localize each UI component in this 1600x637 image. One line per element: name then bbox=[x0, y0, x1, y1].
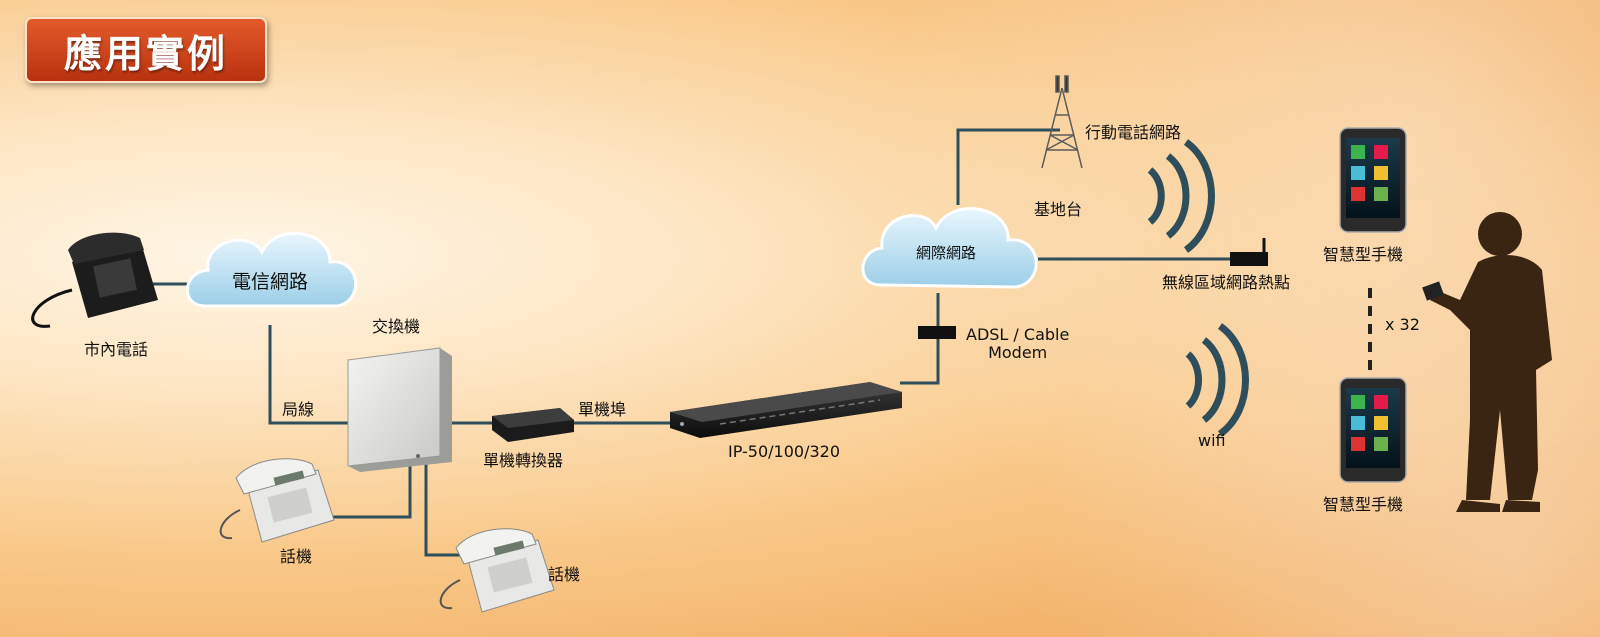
extension-converter-icon bbox=[492, 408, 574, 442]
label-gateway: IP-50/100/320 bbox=[728, 442, 841, 461]
label-wifi-hotspot: 無線區域網路熱點 bbox=[1162, 273, 1291, 292]
label-phone-count: x 32 bbox=[1385, 315, 1420, 334]
pbx-cabinet-icon bbox=[347, 347, 452, 472]
signal-waves-wifi-icon bbox=[1185, 323, 1249, 437]
smartphone-top-icon bbox=[1339, 127, 1407, 233]
label-phone-bottom: 話機 bbox=[548, 565, 581, 584]
label-extension-port: 單機埠 bbox=[578, 400, 627, 419]
line-telecom-pbx bbox=[268, 325, 348, 425]
label-pbx: 交換機 bbox=[372, 317, 421, 336]
desk-phone-bottom-icon bbox=[439, 528, 555, 613]
label-smartphone-top: 智慧型手機 bbox=[1323, 245, 1404, 264]
smartphone-bottom-icon bbox=[1339, 377, 1407, 483]
connection-lines bbox=[150, 128, 1372, 557]
page-title: 應用實例 bbox=[25, 17, 267, 83]
label-modem-line1: ADSL / Cable bbox=[966, 325, 1070, 344]
cell-tower-icon bbox=[1041, 75, 1083, 169]
line-gateway-modem bbox=[900, 293, 940, 385]
label-internet: 網際網路 bbox=[916, 244, 977, 262]
label-base-station: 基地台 bbox=[1034, 200, 1083, 219]
internet-cloud bbox=[861, 207, 1038, 289]
telecom-cloud bbox=[185, 231, 358, 308]
label-telecom-network: 電信網路 bbox=[232, 271, 309, 293]
wifi-hotspot-icon bbox=[1230, 238, 1268, 266]
label-extension-converter: 單機轉換器 bbox=[483, 451, 564, 470]
line-internet-tower bbox=[956, 128, 1060, 205]
line-pbx-phone-left bbox=[325, 462, 412, 519]
label-wifi: wifi bbox=[1198, 431, 1226, 450]
label-mobile-network: 行動電話網路 bbox=[1085, 123, 1182, 142]
label-modem: ADSL / Cable Modem bbox=[966, 325, 1070, 363]
label-local-phone: 市內電話 bbox=[84, 340, 149, 359]
label-smartphone-bottom: 智慧型手機 bbox=[1323, 495, 1404, 514]
label-modem-line2: Modem bbox=[988, 343, 1048, 363]
desk-phone-left-icon bbox=[219, 458, 335, 543]
signal-waves-upper-icon bbox=[1147, 139, 1215, 253]
ip-gateway-icon bbox=[670, 382, 902, 438]
person-silhouette-icon bbox=[1422, 212, 1552, 512]
modem-icon bbox=[918, 326, 956, 339]
label-trunk: 局線 bbox=[282, 400, 315, 419]
local-phone-icon bbox=[31, 232, 158, 328]
label-phone-left: 話機 bbox=[280, 547, 313, 566]
line-pbx-phone-bottom bbox=[424, 462, 465, 557]
